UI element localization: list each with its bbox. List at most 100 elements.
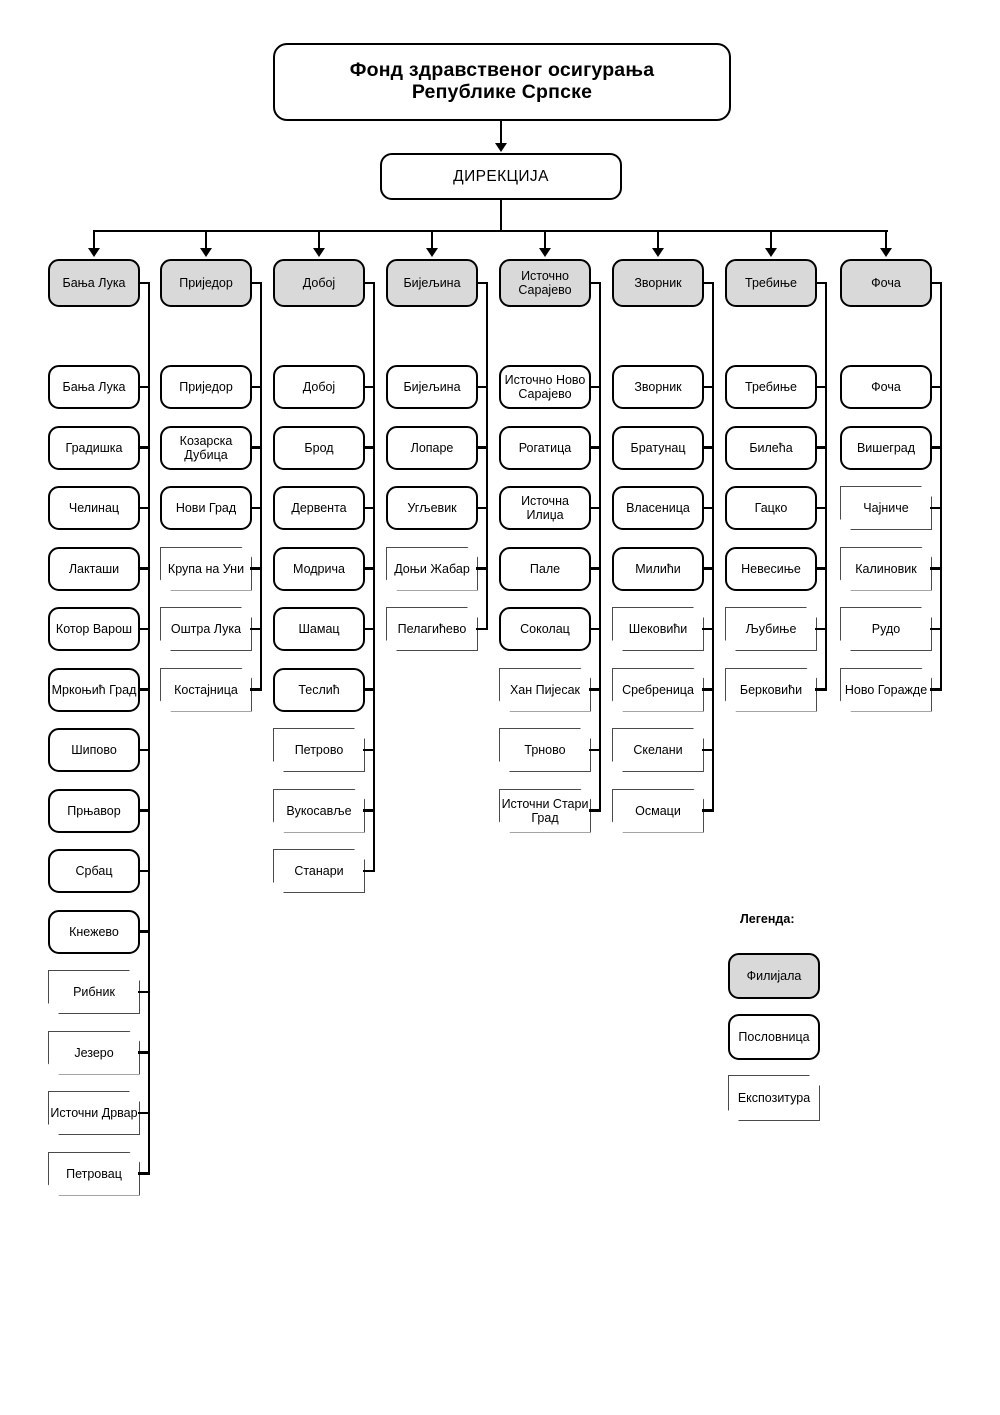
unit-label: Доњи Жабар: [394, 561, 470, 576]
unit-box-ekspozitura[interactable]: Рудо: [840, 607, 932, 651]
unit-label: Градишка: [65, 440, 123, 455]
unit-box-ekspozitura[interactable]: Језеро: [48, 1031, 140, 1075]
arrow-branch-8: [880, 248, 892, 257]
legend-label-ekspozitura: Експозитура: [737, 1091, 811, 1105]
unit-box-ekspozitura[interactable]: Шековићи: [612, 607, 704, 651]
unit-box-poslovnica[interactable]: Требиње: [725, 365, 817, 409]
branch-header-6[interactable]: Зворник: [612, 259, 704, 307]
connector-bus-to-branch-3: [317, 230, 321, 249]
unit-label: Крупа на Уни: [167, 561, 245, 576]
unit-label: Оштра Лука: [170, 622, 242, 636]
unit-box-ekspozitura[interactable]: Оштра Лука: [160, 607, 252, 651]
unit-box-poslovnica[interactable]: Вишеград: [840, 425, 932, 470]
unit-box-ekspozitura[interactable]: Берковићи: [725, 668, 817, 712]
unit-box-poslovnica[interactable]: Шамац: [273, 607, 365, 651]
unit-box-poslovnica[interactable]: Шипово: [48, 728, 140, 772]
unit-label: Вукосавље: [286, 803, 352, 818]
unit-box-poslovnica[interactable]: Гацко: [725, 486, 817, 530]
unit-box-poslovnica[interactable]: Челинац: [48, 486, 140, 530]
unit-connector-stub: [138, 567, 150, 570]
branch-header-3[interactable]: Добој: [273, 259, 365, 307]
unit-label: Мркоњић Град: [51, 682, 137, 697]
unit-connector-stub: [815, 385, 827, 389]
unit-box-poslovnica[interactable]: Козарска Дубица: [160, 425, 252, 470]
unit-box-poslovnica[interactable]: Соколац: [499, 607, 591, 651]
unit-box-poslovnica[interactable]: Милићи: [612, 546, 704, 591]
unit-label: Петровац: [66, 1166, 122, 1181]
unit-box-poslovnica[interactable]: Источно Ново Сарајево: [499, 365, 591, 409]
unit-box-poslovnica[interactable]: Кнежево: [48, 909, 140, 954]
unit-box-poslovnica[interactable]: Модрича: [273, 546, 365, 591]
unit-box-ekspozitura[interactable]: Чајниче: [840, 486, 932, 530]
unit-box-poslovnica[interactable]: Власеница: [612, 486, 704, 530]
unit-box-poslovnica[interactable]: Невесиње: [725, 546, 817, 591]
unit-box-poslovnica[interactable]: Братунац: [612, 425, 704, 470]
branch-header-4[interactable]: Бијељина: [386, 259, 478, 307]
unit-box-poslovnica[interactable]: Зворник: [612, 365, 704, 409]
unit-box-poslovnica[interactable]: Фоча: [840, 365, 932, 409]
branch-spine-4: [486, 281, 489, 631]
unit-box-poslovnica[interactable]: Нови Град: [160, 486, 252, 530]
unit-box-ekspozitura[interactable]: Скелани: [612, 728, 704, 772]
unit-box-ekspozitura[interactable]: Петрово: [273, 728, 365, 772]
unit-box-poslovnica[interactable]: Пале: [499, 546, 591, 591]
unit-box-poslovnica[interactable]: Градишка: [48, 425, 140, 470]
unit-box-poslovnica[interactable]: Добој: [273, 365, 365, 409]
unit-box-ekspozitura[interactable]: Осмаци: [612, 789, 704, 833]
legend-label-filijala: Филијала: [746, 969, 802, 983]
branch-header-8[interactable]: Фоча: [840, 259, 932, 307]
branch-header-1[interactable]: Бања Лука: [48, 259, 140, 307]
unit-box-ekspozitura[interactable]: Трново: [499, 728, 591, 772]
unit-box-poslovnica[interactable]: Угљевик: [386, 486, 478, 530]
unit-box-ekspozitura[interactable]: Пелагићево: [386, 607, 478, 651]
unit-label: Фоча: [871, 380, 901, 394]
connector-root-to-direkcija: [500, 121, 503, 144]
unit-box-poslovnica[interactable]: Бијељина: [386, 365, 478, 409]
unit-connector-stub: [250, 446, 262, 449]
unit-box-ekspozitura[interactable]: Рибник: [48, 970, 140, 1014]
unit-box-poslovnica[interactable]: Рогатица: [499, 425, 591, 470]
unit-box-ekspozitura[interactable]: Петровац: [48, 1152, 140, 1196]
unit-label: Сребреница: [622, 682, 694, 697]
unit-box-poslovnica[interactable]: Лопаре: [386, 425, 478, 470]
unit-box-poslovnica[interactable]: Источна Илиџа: [499, 486, 591, 530]
unit-connector-stub: [476, 446, 488, 449]
unit-box-poslovnica[interactable]: Бања Лука: [48, 365, 140, 409]
unit-box-ekspozitura[interactable]: Станари: [273, 849, 365, 893]
unit-box-ekspozitura[interactable]: Вукосавље: [273, 789, 365, 833]
unit-box-poslovnica[interactable]: Мркоњић Град: [48, 667, 140, 712]
arrow-direkcija: [495, 143, 507, 152]
unit-connector-stub: [702, 567, 714, 570]
unit-box-poslovnica[interactable]: Дервента: [273, 486, 365, 530]
branch-header-5[interactable]: Источно Сарајево: [499, 259, 591, 307]
unit-box-poslovnica[interactable]: Брод: [273, 425, 365, 470]
unit-label: Рогатица: [518, 440, 572, 455]
unit-box-ekspozitura[interactable]: Крупа на Уни: [160, 547, 252, 591]
unit-box-poslovnica[interactable]: Билећа: [725, 425, 817, 470]
unit-label: Источни Дрвар: [50, 1106, 138, 1120]
unit-label: Станари: [294, 864, 344, 878]
unit-box-ekspozitura[interactable]: Калиновик: [840, 547, 932, 591]
unit-box-ekspozitura[interactable]: Костајница: [160, 668, 252, 712]
unit-label: Козарска Дубица: [179, 433, 233, 462]
unit-box-ekspozitura[interactable]: Источни Стари Град: [499, 789, 591, 833]
unit-box-poslovnica[interactable]: Теслић: [273, 667, 365, 712]
branch-header-7[interactable]: Требиње: [725, 259, 817, 307]
unit-box-poslovnica[interactable]: Лакташи: [48, 546, 140, 591]
branch-spine-1: [148, 281, 151, 1175]
unit-box-poslovnica[interactable]: Прњавор: [48, 788, 140, 833]
unit-label: Пелагићево: [397, 622, 467, 636]
branch-header-2[interactable]: Приједор: [160, 259, 252, 307]
unit-box-ekspozitura[interactable]: Хан Пијесак: [499, 668, 591, 712]
unit-box-ekspozitura[interactable]: Сребреница: [612, 668, 704, 712]
unit-box-ekspozitura[interactable]: Ново Горажде: [840, 668, 932, 712]
unit-box-ekspozitura[interactable]: Љубиње: [725, 607, 817, 651]
unit-box-poslovnica[interactable]: Котор Варош: [48, 607, 140, 651]
unit-box-poslovnica[interactable]: Приједор: [160, 365, 252, 409]
connector-bus-to-branch-7: [769, 230, 773, 249]
unit-box-poslovnica[interactable]: Србац: [48, 849, 140, 893]
unit-connector-stub: [589, 688, 601, 691]
unit-box-ekspozitura[interactable]: Доњи Жабар: [386, 547, 478, 591]
unit-box-ekspozitura[interactable]: Источни Дрвар: [48, 1091, 140, 1135]
unit-label: Скелани: [633, 743, 683, 757]
